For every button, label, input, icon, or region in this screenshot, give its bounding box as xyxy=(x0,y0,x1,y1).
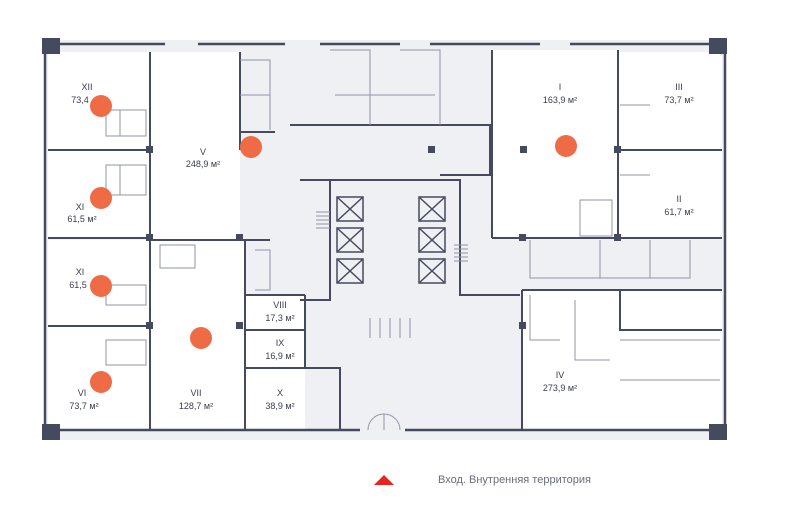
marker-dot[interactable] xyxy=(555,135,577,157)
room-area-v: 248,9 м² xyxy=(186,159,220,169)
room-area-iii: 73,7 м² xyxy=(664,95,693,105)
marker-dot[interactable] xyxy=(90,187,112,209)
marker-dot[interactable] xyxy=(90,95,112,117)
room-name-v: V xyxy=(200,147,206,157)
floor-background xyxy=(45,40,725,440)
room-area-xi-b: 61,5 xyxy=(69,280,87,290)
room-name-vii: VII xyxy=(190,388,201,398)
room-marker-vi[interactable]: VI 73,7 м² xyxy=(69,371,112,411)
marker-dot[interactable] xyxy=(240,136,262,158)
room-area-ii: 61,7 м² xyxy=(664,207,693,217)
room-area-i: 163,9 м² xyxy=(543,95,577,105)
room-label-ii[interactable]: II 61,7 м² xyxy=(664,194,693,217)
room-name-iii: III xyxy=(675,82,683,92)
room-label-iii[interactable]: III 73,7 м² xyxy=(664,82,693,105)
fixtures xyxy=(105,49,720,381)
legend: Вход. Внутренняя территория xyxy=(374,472,591,488)
marker-dot[interactable] xyxy=(90,275,112,297)
room-name-vi: VI xyxy=(78,388,87,398)
room-name-x: X xyxy=(277,388,283,398)
legend-entrance-label: Вход. Внутренняя территория xyxy=(438,474,591,486)
room-marker-i[interactable]: I 163,9 м² xyxy=(543,82,577,157)
room-name-ix: IX xyxy=(276,338,285,348)
room-area-x: 38,9 м² xyxy=(265,401,294,411)
room-name-xi-b: XI xyxy=(76,267,85,277)
corner-columns xyxy=(42,38,727,440)
room-marker-xii[interactable]: XII 73,4 xyxy=(71,82,112,117)
room-label-viii[interactable]: VIII 17,3 м² xyxy=(265,300,294,323)
room-name-i: I xyxy=(559,82,562,92)
marker-dot[interactable] xyxy=(190,327,212,349)
room-area-iv: 273,9 м² xyxy=(543,383,577,393)
room-marker-vii[interactable]: VII 128,7 м² xyxy=(179,327,213,411)
marker-dot[interactable] xyxy=(90,371,112,393)
room-marker-xi-a[interactable]: XI 61,5 м² xyxy=(67,187,112,224)
room-name-iv: IV xyxy=(556,370,565,380)
room-label-ix[interactable]: IX 16,9 м² xyxy=(265,338,294,361)
room-area-viii: 17,3 м² xyxy=(265,313,294,323)
elevator-shafts xyxy=(336,196,446,284)
room-marker-xi-b[interactable]: XI 61,5 xyxy=(69,267,112,297)
room-area-xi-a: 61,5 м² xyxy=(67,214,96,224)
structural-columns xyxy=(146,146,621,329)
room-name-viii: VIII xyxy=(273,300,287,310)
room-name-ii: II xyxy=(676,194,681,204)
room-label-iv[interactable]: IV 273,9 м² xyxy=(543,370,577,393)
room-marker-v[interactable]: V 248,9 м² xyxy=(186,136,262,169)
room-area-xii: 73,4 xyxy=(71,95,89,105)
stairs xyxy=(316,211,468,338)
room-label-x[interactable]: X 38,9 м² xyxy=(265,388,294,411)
room-area-vii: 128,7 м² xyxy=(179,401,213,411)
triangle-icon xyxy=(374,475,394,485)
entrance-door xyxy=(367,413,401,431)
room-area-vi: 73,7 м² xyxy=(69,401,98,411)
room-area-ix: 16,9 м² xyxy=(265,351,294,361)
outer-walls xyxy=(43,42,727,432)
room-name-xii: XII xyxy=(81,82,92,92)
room-name-xi-a: XI xyxy=(76,202,85,212)
